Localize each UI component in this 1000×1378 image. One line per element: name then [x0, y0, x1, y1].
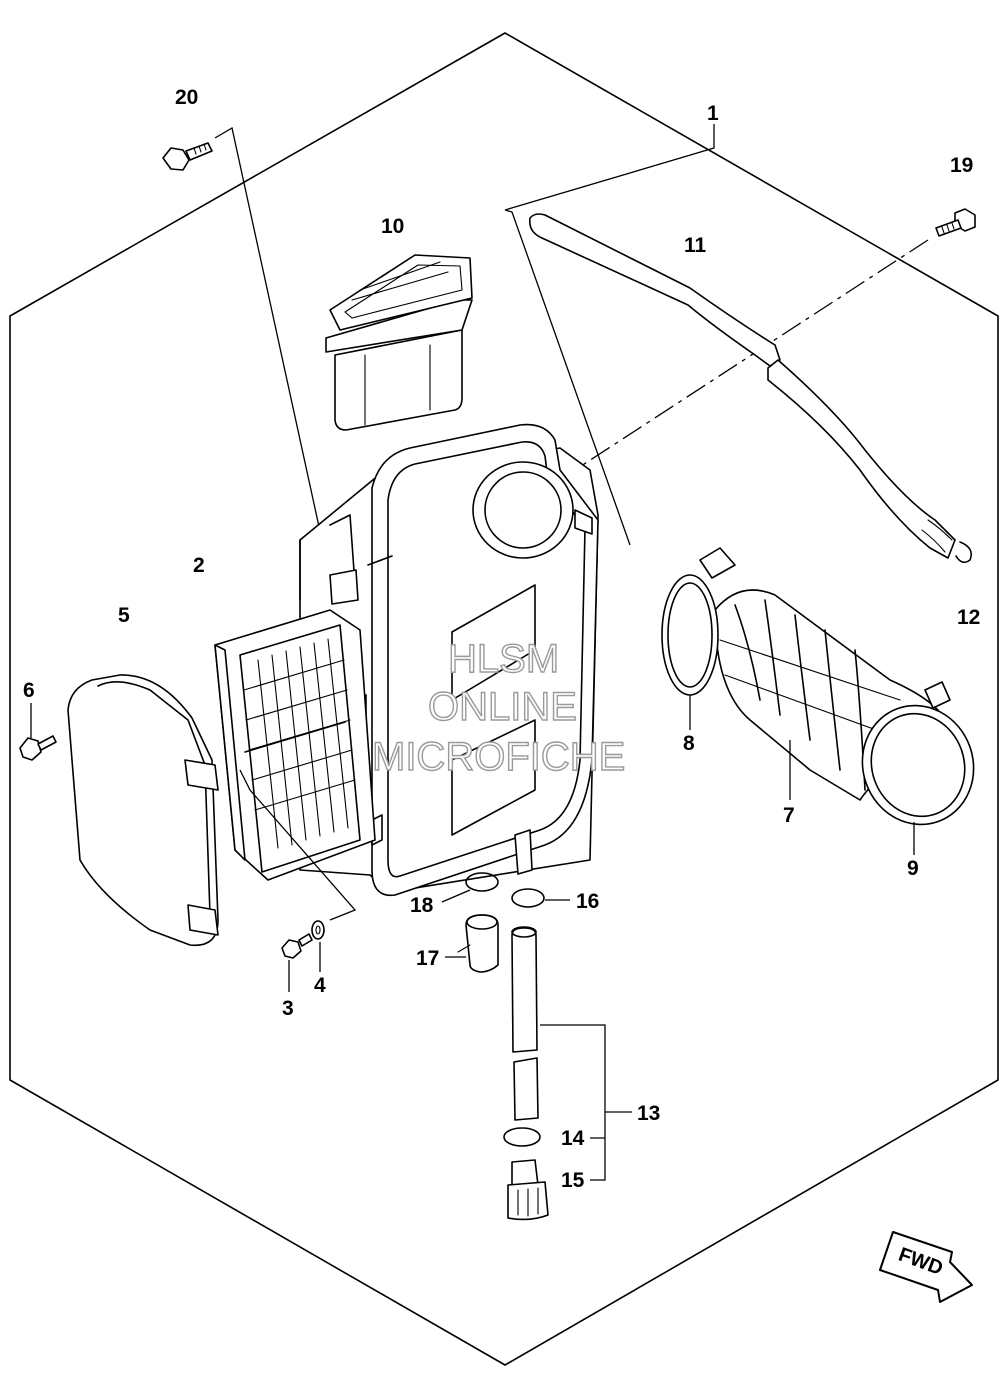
leader-20 [214, 126, 336, 601]
inlet-duct-part-10[interactable] [325, 254, 473, 431]
screw-part-3[interactable] [281, 933, 313, 959]
screw-part-6[interactable] [19, 735, 57, 761]
watermark: HLSM ONLINE MICROFICHE [371, 636, 626, 779]
fwd-arrow-icon: FWD [879, 1231, 973, 1303]
drain-hose-part-13[interactable] [511, 926, 539, 1121]
callout-19: 19 [950, 154, 973, 177]
callout-3: 3 [282, 997, 294, 1020]
leader-1 [504, 124, 715, 211]
callout-5: 5 [118, 604, 130, 627]
callout-18: 18 [410, 894, 434, 917]
callout-8: 8 [683, 732, 695, 755]
air-cleaner-case[interactable] [299, 423, 599, 897]
bolt-part-19[interactable] [935, 208, 976, 237]
cover-part-5[interactable] [67, 674, 219, 947]
leader-18 [441, 889, 471, 903]
callout-20: 20 [175, 86, 198, 109]
plug-part-15[interactable] [507, 1159, 549, 1221]
alignment-line [574, 239, 929, 471]
leader-11-bracket [504, 209, 631, 546]
bolt-part-20[interactable] [162, 142, 213, 171]
clip-part-14[interactable] [503, 1127, 541, 1147]
watermark-line1: HLSM [448, 637, 559, 681]
callout-16: 16 [576, 890, 599, 913]
clamp-part-8[interactable] [661, 547, 736, 696]
clamp-part-9[interactable] [846, 681, 990, 840]
callouts: 1 2 3 4 5 6 7 8 9 10 11 12 13 14 15 16 1… [23, 86, 980, 1192]
plug-part-17[interactable] [457, 914, 499, 973]
callout-6: 6 [23, 679, 35, 702]
callout-2: 2 [193, 554, 205, 577]
callout-13: 13 [637, 1102, 660, 1125]
breather-hose-part-11[interactable] [528, 213, 956, 559]
washer-part-4[interactable] [311, 920, 325, 940]
callout-9: 9 [907, 857, 919, 880]
watermark-line3: MICROFICHE [372, 735, 625, 779]
callout-17: 17 [416, 947, 439, 970]
filter-element-part-2[interactable] [214, 609, 376, 881]
clip-part-12[interactable] [955, 541, 973, 564]
leader-3-4 [239, 769, 357, 921]
clip-part-18[interactable] [465, 872, 499, 892]
callout-14: 14 [561, 1127, 585, 1150]
callout-4: 4 [314, 974, 326, 997]
clip-part-16[interactable] [511, 888, 545, 908]
callout-10: 10 [381, 215, 404, 238]
callout-1: 1 [707, 102, 719, 125]
callout-15: 15 [561, 1169, 585, 1192]
assembly-frame [9, 32, 999, 1366]
watermark-line2: ONLINE [428, 685, 577, 729]
callout-12: 12 [957, 606, 980, 629]
leader-13 [540, 1024, 632, 1181]
callout-7: 7 [783, 804, 795, 827]
callout-11: 11 [684, 234, 707, 257]
